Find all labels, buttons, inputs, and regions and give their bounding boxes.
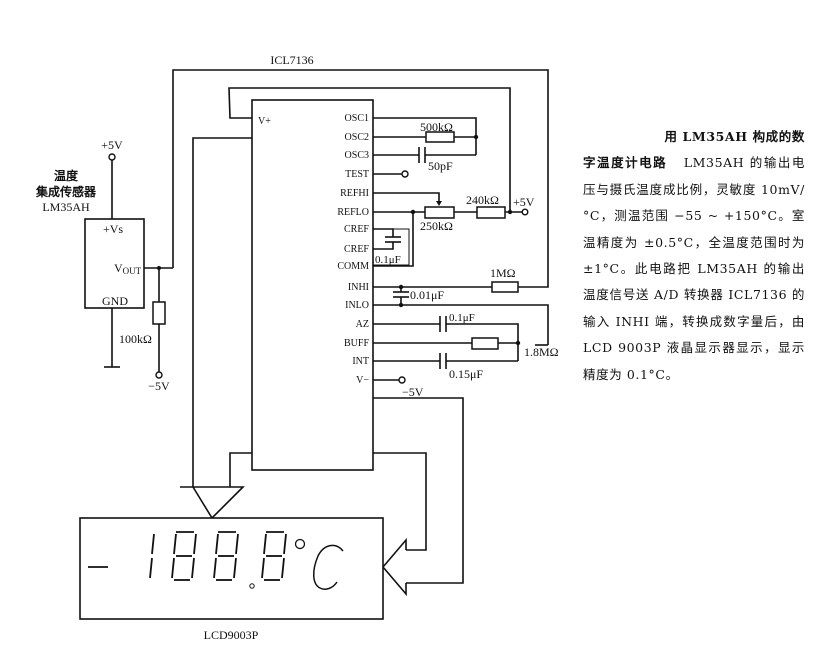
caption-title-1: 用 LM35AH 构成的数 [664,129,805,144]
lcd-degree-symbol [294,538,306,550]
label-500k: 500kΩ [420,120,453,134]
adc-pin-v: V− [356,375,369,386]
lcd-decimal-point [249,583,255,589]
sensor-pin-vout: VOUT [114,261,142,276]
lcd-segment [263,533,267,555]
reference-network: 250kΩ 240kΩ +5V [373,192,535,267]
label-1-8m: 1.8MΩ [524,345,559,359]
pulldown-supply-label: −5V [148,379,170,393]
sensor-part: LM35AH [42,200,90,214]
adc-pin-int: INT [352,356,369,367]
sensor-label-line2: 集成传感器 [35,184,97,199]
label-240k: 240kΩ [466,193,499,207]
lcd-segment [151,533,155,555]
caption-title-2: 字温度计电路 [583,155,668,171]
adc-pin-buff: BUFF [344,338,369,349]
lcd-segment [193,533,197,555]
sensor-pin-vs: +Vs [103,222,123,236]
lcd-segment [215,533,219,555]
adc-pin-osc2: OSC2 [345,132,369,143]
lcd-digits [88,531,287,589]
lcd-segment [149,557,153,579]
lcd-segment [213,557,217,579]
lcd-segment [235,533,239,555]
resistor-100k [152,301,166,325]
sensor-body [84,218,145,309]
adc-chip [251,99,374,471]
integrator-network: 0.1μF 1.8MΩ 0.15μF [373,312,559,381]
label-ref-5v: +5V [513,195,535,209]
sensor-label-line1: 温度 [54,168,79,183]
lcd-segment [261,557,265,579]
adc-pin-az: AZ [356,319,369,330]
label-1m: 1MΩ [490,266,516,280]
lcd-segment [233,557,237,579]
lcd-unit-c [313,544,344,590]
adc-pin-reflo: REFLO [337,207,369,218]
resistor-240k [476,206,506,219]
lcd-segment [281,557,285,579]
label-cref: 0.1μF [375,254,401,266]
vminus-terminal [398,376,406,384]
test-terminal [401,170,409,178]
osc-network: 500kΩ 50pF [373,117,479,173]
adc-pin-osc3: OSC3 [345,150,369,161]
label-100k: 100kΩ [119,332,152,346]
input-network: 1MΩ 0.01μF [373,266,549,346]
caption-body: LM35AH 的输出电压与摄氏温度成比例，灵敏度 10mV/°C，测温范围 −5… [583,155,805,382]
adc-pin-comm: COMM [337,261,369,272]
adc-pin-inlo: INLO [345,300,369,311]
wire-vplus-to-5v [228,87,511,213]
adc-pin-vplus: V+ [258,116,271,127]
label-015uf: 0.15μF [449,367,483,381]
lcd-segment [283,533,287,555]
adc-pin-cref: CREF [344,224,369,235]
lcd-part-label: LCD9003P [204,628,259,642]
lcd-segment [171,557,175,579]
label-vminus-5v: −5V [402,385,424,399]
label-001uf: 0.01μF [410,288,444,302]
cref-capacitor: 0.1μF [372,228,410,266]
wire-data-bus-left [180,137,252,520]
lcd-display: LCD9003P [79,517,384,642]
adc-part-label: ICL7136 [270,53,313,67]
label-az-cap: 0.1μF [449,312,475,324]
figure-caption: 用 LM35AH 构成的数字温度计电路 LM35AH 的输出电压与摄氏温度成比例… [583,124,805,388]
adc-pin-cref: CREF [344,244,369,255]
resistor-1-8m [471,337,499,350]
adc-pin-test: TEST [345,169,369,180]
lcd-segment [173,533,177,555]
potentiometer-250k [424,206,455,219]
sensor-supply-label: +5V [101,138,123,152]
label-250k: 250kΩ [420,219,453,233]
label-50pf: 50pF [428,159,453,173]
resistor-500k [425,131,455,143]
adc-pin-osc1: OSC1 [345,113,369,124]
sensor-lm35ah: +5V 温度 集成传感器 LM35AH +Vs VOUT GND −5V 100… [35,138,173,393]
adc-pin-inhi: INHI [348,282,369,293]
wire-data-bus-right [373,397,464,597]
sensor-pin-gnd: GND [102,294,128,308]
ref-supply-terminal [521,208,529,216]
wire-vout-to-inhi [172,69,549,288]
adc-pin-refhi: REFHI [340,188,369,199]
lcd-segment [191,557,195,579]
resistor-1m [491,281,519,293]
